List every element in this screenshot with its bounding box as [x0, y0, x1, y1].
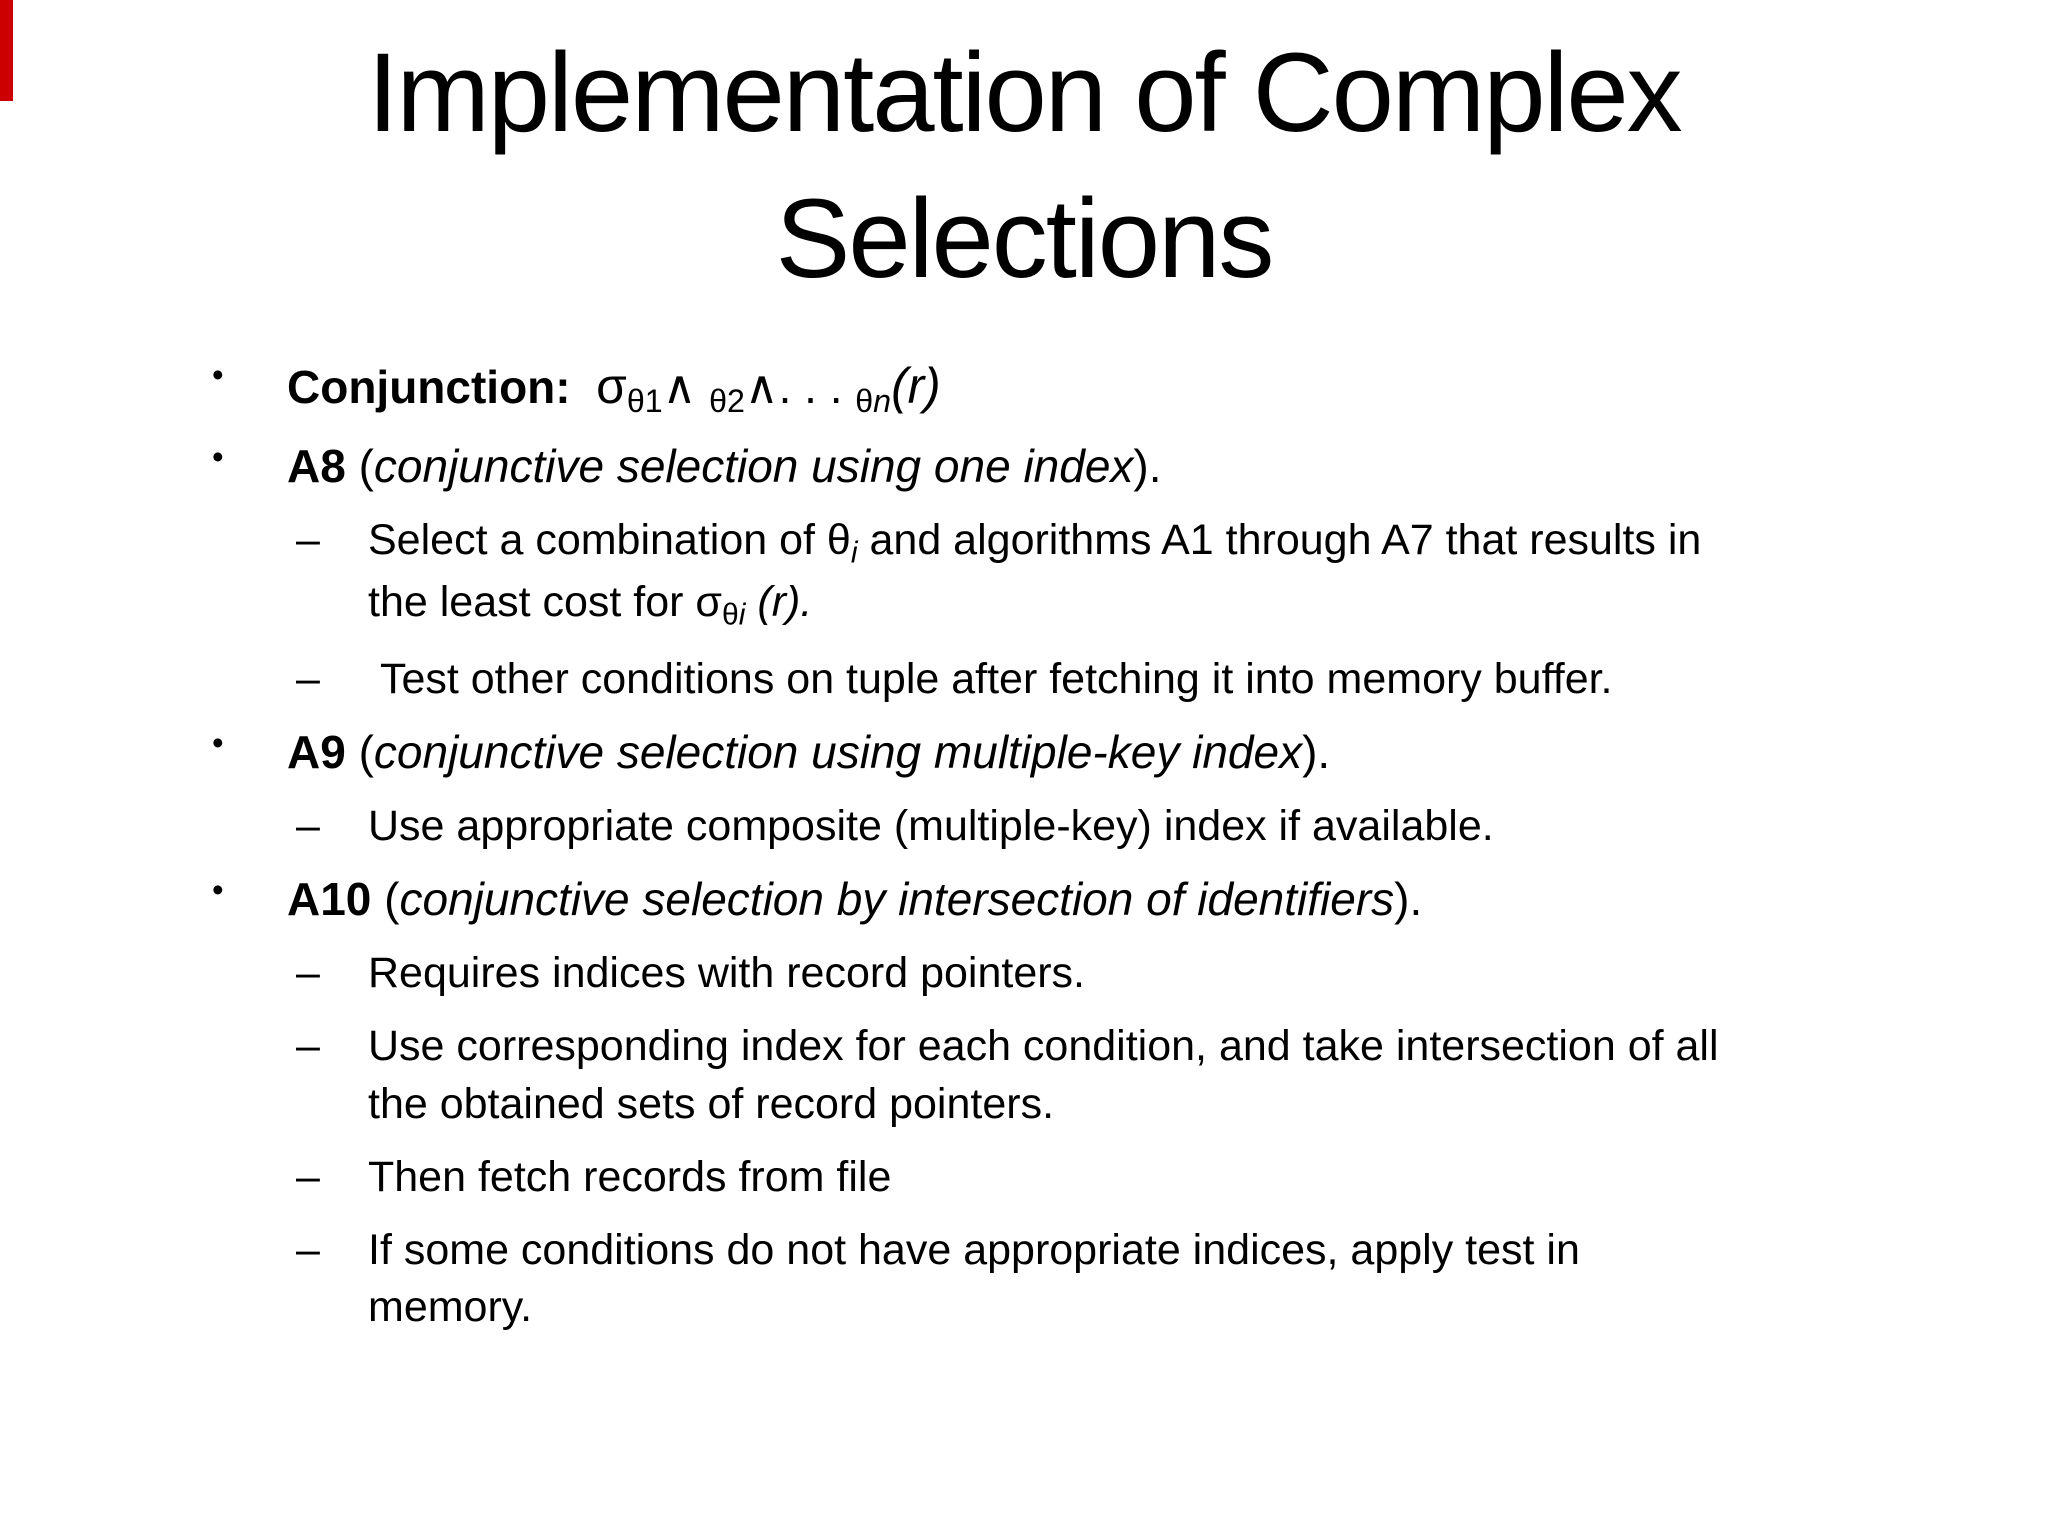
text-run: ). — [1133, 440, 1162, 493]
text-run: ( — [384, 873, 400, 926]
text-run: σ — [596, 358, 627, 415]
text-run: conjunctive selection using multiple-key… — [373, 726, 1303, 779]
list-item: • A10 (conjunctive selection by intersect… — [0, 870, 1978, 929]
list-item: –Use corresponding index for each condit… — [0, 1018, 1978, 1132]
text-run: and algorithms A1 through A7 that result… — [857, 516, 1702, 565]
text-run: i — [850, 536, 858, 570]
bullet-marker: • — [212, 725, 224, 763]
text-run: conjunctive selection using one index — [373, 440, 1134, 493]
text-run: the obtained sets of record pointers. — [368, 1079, 1055, 1128]
dash-marker: – — [296, 1022, 320, 1071]
text-run: ). — [1302, 726, 1331, 779]
bullet-marker: • — [212, 357, 224, 395]
text-run: (r) — [891, 358, 941, 415]
red-accent-bar — [0, 0, 13, 101]
dash-marker: – — [296, 1226, 320, 1275]
text-run: the least cost for σ — [368, 577, 722, 626]
bullet-list: •Conjunction: σθ1∧ θ2∧. . . θn(r)•A8 (co… — [0, 355, 2048, 1336]
text-run: Use appropriate composite (multiple-key)… — [368, 802, 1494, 851]
text-run: Select a combination of θ — [368, 516, 851, 565]
list-item: – Test other conditions on tuple after f… — [0, 651, 1978, 708]
list-item: –Select a combination of θi and algorith… — [0, 512, 1978, 635]
text-run: A9 — [287, 726, 359, 779]
text-run: If some conditions do not have appropria… — [368, 1226, 1580, 1275]
text-run: ∧. . . — [744, 361, 856, 414]
text-run: (r). — [745, 577, 813, 626]
dash-marker: – — [296, 802, 320, 851]
text-run: θ — [855, 383, 874, 420]
text-run: Use corresponding index for each conditi… — [368, 1022, 1719, 1071]
list-item: –Requires indices with record pointers. — [0, 945, 1978, 1002]
dash-marker: – — [296, 655, 320, 704]
bullet-marker: • — [212, 439, 224, 477]
list-item: –Use appropriate composite (multiple-key… — [0, 798, 1978, 855]
text-run: n — [873, 383, 892, 420]
text-run: A8 — [287, 440, 359, 493]
text-run: ). — [1394, 873, 1423, 926]
title-line-2: Selections — [775, 175, 1275, 301]
text-run: memory. — [368, 1283, 533, 1332]
text-run: Conjunction: — [287, 361, 597, 414]
text-run: Requires indices with record pointers. — [368, 949, 1085, 998]
bullet-marker: • — [212, 872, 224, 910]
list-item: • A8 (conjunctive selection using one ind… — [0, 437, 1978, 496]
text-run: ∧ — [662, 361, 710, 414]
text-run: A10 — [287, 873, 385, 926]
text-run: conjunctive selection by intersection of… — [399, 873, 1395, 926]
dash-marker: – — [296, 516, 320, 565]
text-run: θ1 — [626, 383, 663, 420]
list-item: • Conjunction: σθ1∧ θ2∧. . . θn(r) — [0, 355, 1978, 422]
list-item: • A9 (conjunctive selection using multipl… — [0, 723, 1978, 782]
text-run: i — [738, 598, 746, 632]
text-run: θ — [721, 598, 739, 632]
title-line-1: Implementation of Complex — [367, 30, 1682, 155]
text-run: θ2 — [709, 383, 745, 420]
text-run: ( — [358, 726, 374, 779]
dash-marker: – — [296, 1152, 320, 1201]
text-run: Test other conditions on tuple after fet… — [368, 655, 1613, 704]
dash-marker: – — [296, 949, 320, 998]
list-item: –Then fetch records from file — [0, 1149, 1978, 1206]
text-run: Then fetch records from file — [368, 1152, 892, 1201]
list-item: –If some conditions do not have appropri… — [0, 1222, 1978, 1336]
text-run: ( — [358, 440, 374, 493]
